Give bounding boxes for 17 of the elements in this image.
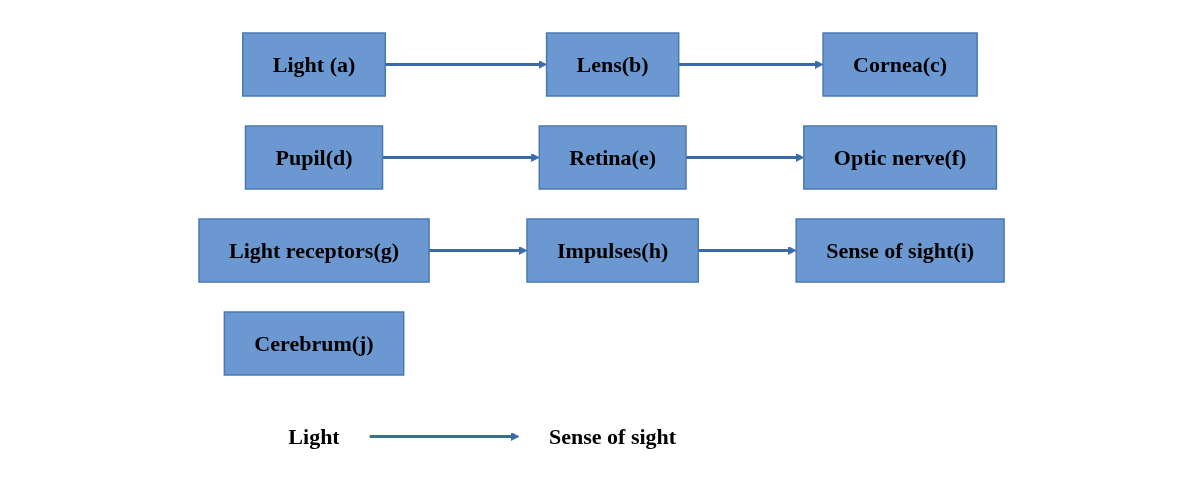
node-box: Cerebrum(j) [223,310,405,376]
node-box: Light receptors(g) [198,217,430,283]
node-box: Light (a) [242,31,386,97]
arrow [369,431,520,441]
node-box: Lens(b) [545,31,680,97]
node-box: Optic nerve(f) [803,124,998,190]
arrow [382,152,540,162]
node-box: Sense of sight(i) [795,217,1005,283]
node-text: Light [288,423,340,449]
node-text: Sense of sight [549,423,677,449]
arrow [698,245,797,255]
arrow [385,59,547,69]
node-box: Retina(e) [538,124,687,190]
arrow [678,59,824,69]
node-box: Impulses(h) [526,217,699,283]
node-box: Cornea(c) [822,31,978,97]
node-box: Pupil(d) [244,124,384,190]
